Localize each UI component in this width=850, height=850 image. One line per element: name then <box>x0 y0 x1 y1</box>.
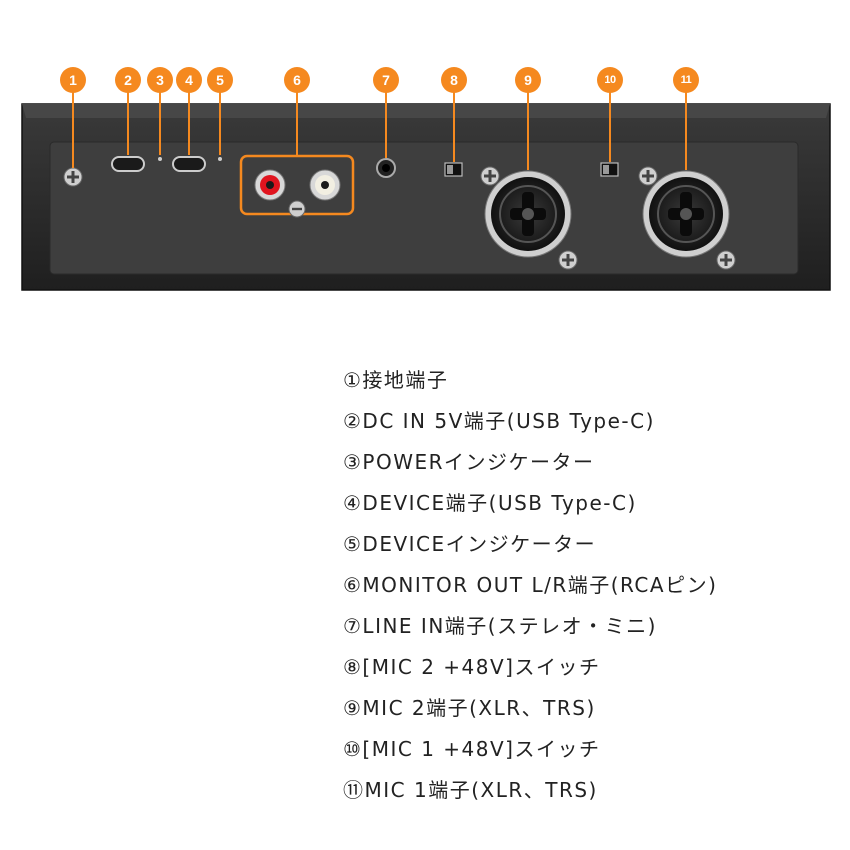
usb-c-power-port <box>111 156 145 172</box>
leader-line-9 <box>527 92 529 170</box>
callout-4: 4 <box>176 67 202 93</box>
leader-line-5 <box>219 92 221 155</box>
leader-line-7 <box>385 92 387 158</box>
leader-line-11 <box>685 92 687 170</box>
ground-screw <box>63 167 83 187</box>
legend-item-1: ①接地端子 <box>343 368 449 392</box>
mic2-screw-top <box>480 166 500 186</box>
legend-item-2: ②DC IN 5V端子(USB Type-C) <box>343 409 655 433</box>
leader-line-1 <box>72 92 74 168</box>
mic2-screw-bottom <box>558 250 578 270</box>
leader-line-10 <box>609 92 611 162</box>
leader-line-8 <box>453 92 455 162</box>
mic1-combo-jack <box>642 170 730 258</box>
legend-item-8: ⑧[MIC 2 +48V]スイッチ <box>343 655 601 679</box>
legend-item-10: ⑩[MIC 1 +48V]スイッチ <box>343 737 601 761</box>
leader-line-4 <box>188 92 190 155</box>
legend-item-5: ⑤DEVICEインジケーター <box>343 532 597 556</box>
callout-5: 5 <box>207 67 233 93</box>
callout-8: 8 <box>441 67 467 93</box>
callout-7: 7 <box>373 67 399 93</box>
callout-1: 1 <box>60 67 86 93</box>
leader-line-2 <box>127 92 129 155</box>
leader-line-3 <box>159 92 161 155</box>
callout-9: 9 <box>515 67 541 93</box>
mic2-phantom-switch <box>444 162 463 177</box>
device-rear-panel <box>21 103 831 291</box>
usb-c-device-port <box>172 156 206 172</box>
mic2-combo-jack <box>484 170 572 258</box>
callout-10: 10 <box>597 67 623 93</box>
rca-left-jack <box>254 169 286 201</box>
leader-line-6 <box>296 92 298 156</box>
callout-3: 3 <box>147 67 173 93</box>
legend-item-9: ⑨MIC 2端子(XLR、TRS) <box>343 696 596 720</box>
rca-screw <box>288 200 306 218</box>
rca-right-jack <box>309 169 341 201</box>
callout-6: 6 <box>284 67 310 93</box>
mic1-screw-bottom <box>716 250 736 270</box>
power-indicator <box>158 157 162 161</box>
legend-item-6: ⑥MONITOR OUT L/R端子(RCAピン) <box>343 573 718 597</box>
line-in-jack <box>376 158 396 178</box>
legend-item-7: ⑦LINE IN端子(ステレオ・ミニ) <box>343 614 657 638</box>
mic1-phantom-switch <box>600 162 619 177</box>
mic1-screw-top <box>638 166 658 186</box>
legend-item-4: ④DEVICE端子(USB Type-C) <box>343 491 637 515</box>
legend-item-3: ③POWERインジケーター <box>343 450 595 474</box>
legend-item-11: ⑪MIC 1端子(XLR、TRS) <box>343 778 598 802</box>
callout-11: 11 <box>673 67 699 93</box>
legend-list: ①接地端子 ②DC IN 5V端子(USB Type-C) ③POWERインジケ… <box>343 360 843 811</box>
device-indicator <box>218 157 222 161</box>
callout-2: 2 <box>115 67 141 93</box>
